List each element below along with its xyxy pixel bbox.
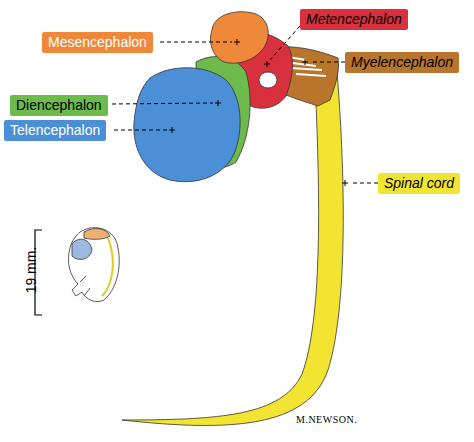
region-name: Myelencephalon — [351, 54, 453, 71]
region-label-box: Myelencephalon — [345, 52, 459, 73]
telencephalon-region — [134, 68, 240, 182]
region-label-box: Metencephalon — [300, 9, 408, 30]
region-label-box: Diencephalon — [10, 95, 108, 116]
region-label-box: Telencephalon — [4, 120, 106, 141]
region-marks — [169, 39, 348, 186]
mesencephalon-region — [211, 12, 269, 64]
region-label-box: Mesencephalon — [42, 32, 153, 53]
region-label-box: Spinal cord — [378, 173, 460, 194]
fourth-ventricle-gap — [259, 72, 277, 88]
region-name: Mesencephalon — [48, 34, 147, 51]
region-name: Metencephalon — [306, 11, 402, 28]
embryo-inset — [68, 228, 119, 302]
region-name: Spinal cord — [384, 175, 454, 192]
region-name: Telencephalon — [10, 122, 100, 139]
scale-label: 19 mm. — [23, 247, 39, 294]
spinal-cord-region — [122, 60, 343, 425]
artist-signature: M.NEWSON. — [296, 414, 357, 425]
region-name: Diencephalon — [16, 97, 102, 114]
